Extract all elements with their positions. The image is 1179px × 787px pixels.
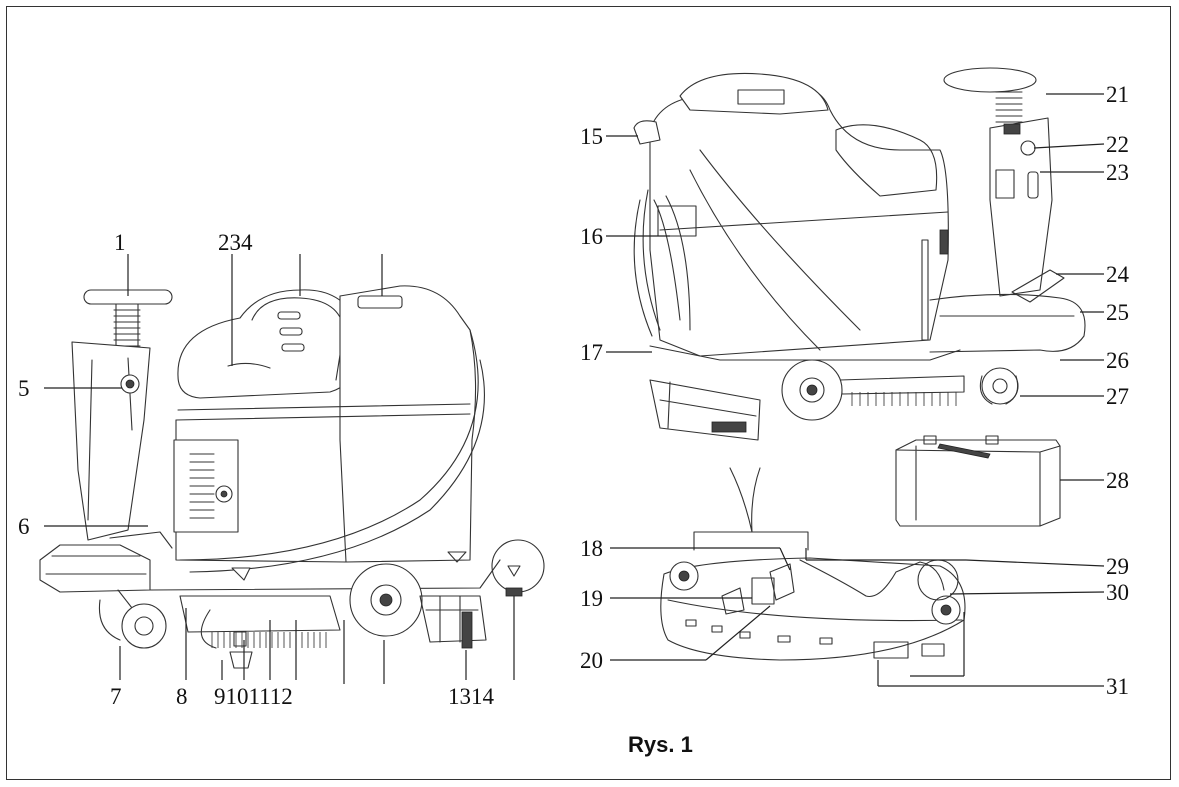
label-21: 21: [1106, 82, 1129, 107]
label-5: 5: [18, 376, 30, 401]
recovery-tank-top: [679, 72, 829, 115]
squeegee-motor: [751, 577, 775, 605]
brush-bristles: [211, 632, 327, 648]
right-callouts: 15 16 17 21 22 23 24 25 26 27 28 18 19 2…: [580, 82, 1130, 699]
hose-connector: [447, 551, 467, 563]
steering-wheel-rear: [943, 67, 1037, 93]
figure-frame: [6, 6, 1171, 780]
label-23: 23: [1106, 160, 1129, 185]
label-27: 27: [1106, 384, 1129, 409]
label-25: 25: [1106, 300, 1129, 325]
brush-arrow: [231, 567, 251, 581]
label-15: 15: [580, 124, 603, 149]
steering-column-rear: [989, 117, 1053, 297]
front-caster-fork: [117, 589, 133, 609]
label-29: 29: [1106, 554, 1129, 579]
label-1314: 1314: [448, 684, 495, 709]
battery: [895, 439, 1061, 527]
drain-plug: [229, 651, 253, 669]
label-19: 19: [580, 586, 603, 611]
label-31: 31: [1106, 674, 1129, 699]
tank-lid: [357, 295, 403, 309]
front-caster-wheel: [121, 603, 167, 649]
rear-body: [649, 83, 949, 357]
side-frame-tube: [179, 329, 479, 561]
label-8: 8: [176, 684, 188, 709]
label-26: 26: [1106, 348, 1129, 373]
figure-caption: Rys. 1: [628, 732, 693, 757]
label-6: 6: [18, 514, 30, 539]
squeegee-slots: [685, 619, 833, 645]
seat-rear: [835, 124, 938, 197]
detail-bracket: [693, 531, 809, 551]
label-234: 234: [218, 230, 253, 255]
label-22: 22: [1106, 132, 1129, 157]
brush-deck: [179, 595, 341, 633]
operator-seat: [177, 289, 361, 399]
label-20: 20: [580, 648, 603, 673]
left-machine-drawing: [39, 285, 545, 669]
drain-hose: [633, 189, 661, 337]
control-handle: [1027, 171, 1039, 199]
squeegee: [419, 595, 487, 643]
rear-pedal: [1011, 269, 1065, 303]
level-tube: [921, 239, 929, 341]
key-switch-rear: [1020, 140, 1036, 156]
rear-brush-bristles: [851, 392, 957, 406]
tank-cap: [633, 120, 661, 145]
front-bumper: [39, 544, 151, 593]
label-1: 1: [114, 230, 126, 255]
label-30: 30: [1106, 580, 1129, 605]
accelerator-pedal: [109, 531, 173, 549]
label-17: 17: [580, 340, 603, 365]
rear-bumper: [929, 293, 1086, 353]
brush-motor-part: [233, 631, 247, 647]
label-16: 16: [580, 224, 603, 249]
label-28: 28: [1106, 468, 1129, 493]
label-7: 7: [110, 684, 122, 709]
solution-tank: [339, 285, 477, 563]
label-24: 24: [1106, 262, 1130, 287]
label-9101112: 9101112: [214, 684, 293, 709]
left-callouts: 1 234 5 6 7 8 9101112 1314: [18, 230, 515, 709]
label-18: 18: [580, 536, 603, 561]
hose-bracket: [657, 205, 697, 237]
squeegee-knob-detail: [769, 563, 795, 601]
steering-spring: [113, 303, 141, 351]
steering-spring-rear: [995, 91, 1023, 123]
panel-vents: [189, 453, 215, 519]
battery-drawing: [895, 435, 1061, 527]
squeegee-clamp: [873, 641, 909, 659]
squeegee-knob: [461, 611, 473, 649]
steering-column-cover: [71, 341, 151, 541]
right-machine-drawing: [633, 67, 1086, 441]
